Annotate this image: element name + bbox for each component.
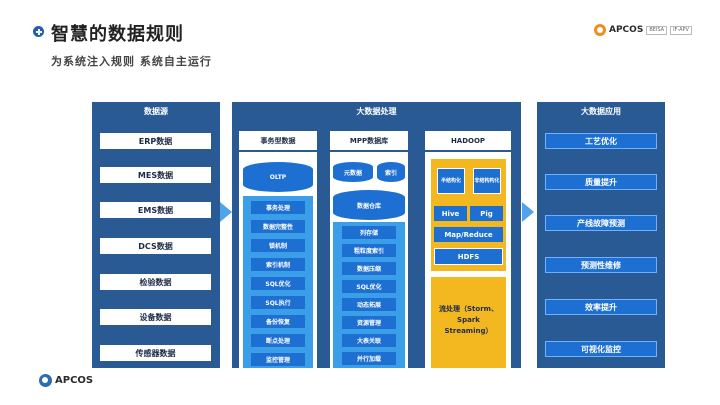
page-subtitle: 为系统注入规则 系统自主运行 <box>51 55 212 68</box>
mpp-item-parallel: 并行加载 <box>342 352 396 365</box>
app-quality-improvement: 质量提升 <box>545 174 657 190</box>
mpp-item-join: 大表关联 <box>342 334 396 347</box>
transactional-column: OLTP 事务处理 数据完整性 锁机制 索引机制 SQL优化 SQL执行 备份恢… <box>239 152 317 368</box>
hadoop-column: 半结构化 非结构构化 Hive Pig Map/Reduce HDFS 流处理（… <box>425 152 511 368</box>
mpp-item-resource: 资源管理 <box>342 316 396 329</box>
tx-item-transaction: 事务处理 <box>251 201 305 214</box>
hadoop-column-title: HADOOP <box>425 131 511 150</box>
brand-logo-text: APCOS <box>609 25 644 35</box>
source-erp: ERP数据 <box>100 133 211 149</box>
app-efficiency-improvement: 效率提升 <box>545 299 657 315</box>
footer-logo-text: APCOS <box>55 375 94 386</box>
arrow-right-icon <box>522 202 534 222</box>
tx-item-sql-exec: SQL执行 <box>251 296 305 309</box>
tx-item-monitor: 监控管理 <box>251 353 305 366</box>
app-predictive-maintenance: 预测性维修 <box>545 257 657 273</box>
transactional-column-title: 事务型数据 <box>239 131 317 150</box>
mpp-item-sql-opt: SQL优化 <box>342 280 396 293</box>
source-dcs: DCS数据 <box>100 238 211 254</box>
tx-item-breakpoint: 断点处理 <box>251 334 305 347</box>
source-inspection: 检验数据 <box>100 274 211 290</box>
mpp-item-coarse-index: 粗粒度索引 <box>342 244 396 257</box>
app-visual-monitoring: 可视化监控 <box>545 341 657 357</box>
source-sensor: 传感器数据 <box>100 345 211 361</box>
applications-title: 大数据应用 <box>581 106 621 116</box>
unstructured-box: 非结构构化 <box>473 168 501 194</box>
big-data-applications-panel: 大数据应用 工艺优化 质量提升 产线故障预测 预测性维修 效率提升 可视化监控 <box>537 102 665 368</box>
tx-item-backup: 备份恢复 <box>251 315 305 328</box>
source-equipment: 设备数据 <box>100 309 211 325</box>
data-warehouse: 数据仓库 <box>333 190 405 220</box>
data-sources-panel: 数据源 ERP数据 MES数据 EMS数据 DCS数据 检验数据 设备数据 传感… <box>92 102 220 368</box>
source-mes: MES数据 <box>100 167 211 183</box>
mpp-item-compression: 数据压缩 <box>342 262 396 275</box>
app-process-optimization: 工艺优化 <box>545 133 657 149</box>
tx-item-lock: 锁机制 <box>251 239 305 252</box>
app-line-fault-prediction: 产线故障预测 <box>545 215 657 231</box>
hive-box: Hive <box>434 206 467 221</box>
apcos-logo-icon <box>594 24 606 36</box>
streaming-area <box>431 277 506 368</box>
footer-logo: APCOS <box>39 374 93 387</box>
tx-item-sql-opt: SQL优化 <box>251 277 305 290</box>
mpp-column: 元数据 索引 数据仓库 列存储 粗粒度索引 数据压缩 SQL优化 动态拓展 资源… <box>330 152 408 368</box>
mapreduce-box: Map/Reduce <box>434 227 503 242</box>
apcos-logo-icon <box>39 374 52 387</box>
page-title: 智慧的数据规则 <box>51 24 184 45</box>
arrow-right-icon <box>220 202 232 222</box>
data-sources-title: 数据源 <box>144 106 168 116</box>
brand-logo: APCOS BEISA IF-APV <box>594 24 692 36</box>
tx-item-integrity: 数据完整性 <box>251 220 305 233</box>
badge-2: IF-APV <box>670 25 692 35</box>
mpp-item-dynamic: 动态拓展 <box>342 298 396 311</box>
mpp-item-columnar: 列存储 <box>342 226 396 239</box>
index-database: 索引 <box>377 162 405 182</box>
pig-box: Pig <box>470 206 503 221</box>
mpp-column-title: MPP数据库 <box>330 131 408 150</box>
metadata-database: 元数据 <box>333 162 373 182</box>
big-data-processing-panel: 大数据处理 事务型数据 OLTP 事务处理 数据完整性 锁机制 索引机制 SQL… <box>232 102 521 368</box>
processing-title: 大数据处理 <box>356 106 397 116</box>
tx-item-index: 索引机制 <box>251 258 305 271</box>
oltp-database: OLTP <box>243 162 313 192</box>
badge-1: BEISA <box>646 25 668 35</box>
streaming-label: 流处理（Storm、Spark Streaming） <box>439 305 498 335</box>
hdfs-box: HDFS <box>434 248 503 265</box>
source-ems: EMS数据 <box>100 202 211 218</box>
plus-icon <box>33 26 44 37</box>
semi-structured-box: 半结构化 <box>437 168 465 194</box>
